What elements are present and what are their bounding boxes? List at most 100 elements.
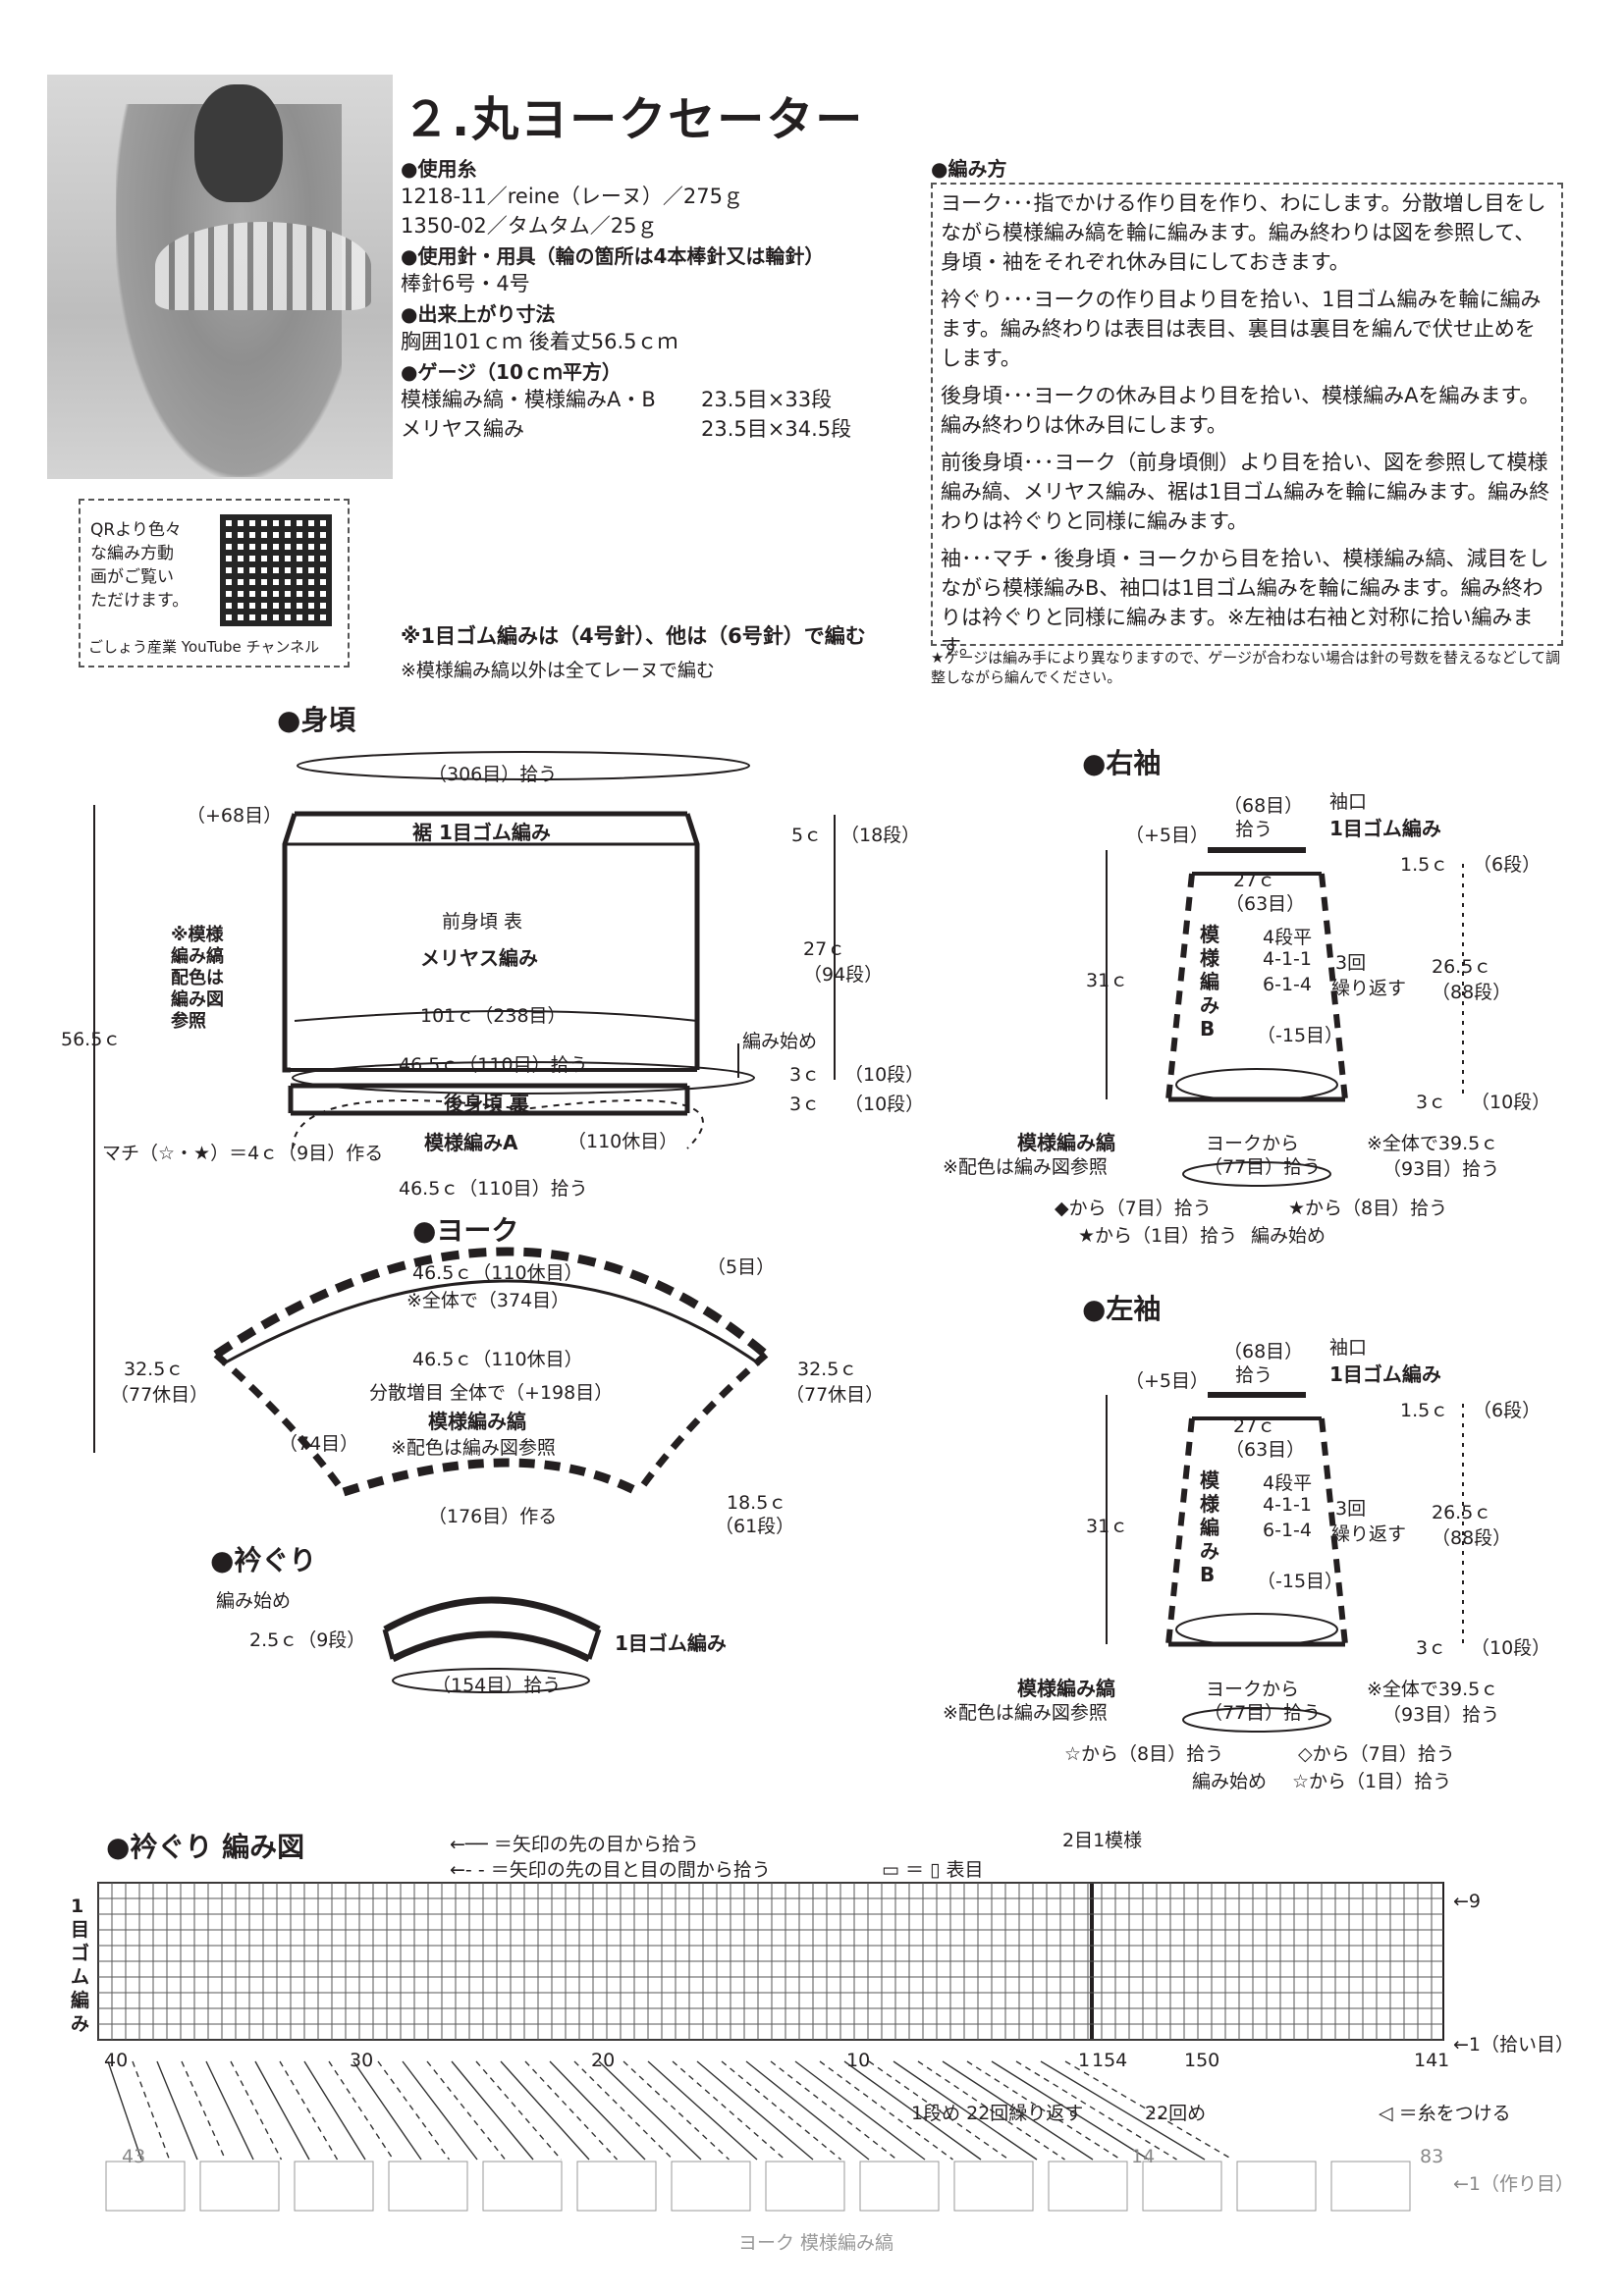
label: 46.5ｃ（110目）拾う (399, 1178, 588, 1200)
pickup-ellipse (297, 751, 750, 780)
label: （10段） (844, 1094, 925, 1115)
label: 3ｃ (789, 1094, 821, 1115)
label: （+5目） (1125, 825, 1210, 846)
label: 3ｃ (789, 1064, 821, 1086)
qr-line: な編み方動 (90, 544, 174, 563)
label: ※配色は編み図参照 (943, 1156, 1108, 1178)
size-text: 胸囲101ｃｍ 後着丈56.5ｃｍ (401, 330, 678, 353)
label: （77目）拾う (1204, 1702, 1322, 1724)
label: 袖口 (1329, 791, 1368, 813)
label: 模様編み縞 (1017, 1677, 1115, 1700)
label: 模様編み縞 (1017, 1131, 1115, 1154)
size-heading: ●出来上がり寸法 (401, 302, 556, 326)
label: 3ｃ (1416, 1092, 1447, 1113)
label: （18段） (840, 825, 921, 846)
label: 1目ゴム編み (71, 1896, 90, 2035)
label: （6段） (1473, 854, 1542, 876)
label: ヨークから (1206, 1133, 1300, 1154)
label: 後身頃 裏 (444, 1092, 529, 1115)
label: ◆から（7目）拾う (1055, 1198, 1212, 1219)
howto-paragraph: 袖･･･マチ・後身頃・ヨークから目を拾い、模様編み縞、減目をしながら模様編みB、… (941, 547, 1549, 659)
label: ヨークから (1206, 1679, 1300, 1700)
yarn-line: 1218-11／reine（レーヌ）／275ｇ (401, 185, 743, 208)
label: ←1（作り目） (1453, 2173, 1575, 2195)
label: 繰り返す (1331, 978, 1407, 999)
label: 1目ゴム編み (1329, 817, 1441, 840)
label: ※全体で（374目） (406, 1290, 570, 1311)
chart-arrows (107, 2060, 1233, 2161)
gauge-value: 23.5目×34.5段 (701, 417, 852, 441)
howto-paragraph: 衿ぐり･･･ヨークの作り目より目を拾い、1目ゴム編みを輪に編みます。編み終わりは… (941, 288, 1542, 370)
howto-box: ヨーク･･･指でかける作り目を作り、わにします。分散増し目をしながら模様編み縞を… (931, 183, 1563, 659)
label: 裾 1目ゴム編み (412, 821, 551, 844)
label: （110休目） (568, 1131, 678, 1152)
label: （-15目） (1257, 1025, 1344, 1046)
label: 分散増目 全体で（+198目） (369, 1382, 614, 1404)
label: 1.5ｃ (1400, 854, 1449, 876)
tick: 154 (1092, 2050, 1128, 2071)
label: メリヤス編み (420, 946, 538, 970)
label: 模様編み縞 (428, 1410, 526, 1433)
label: 袖口 (1329, 1337, 1368, 1359)
label: （77目）拾う (1204, 1156, 1322, 1178)
left-sleeve-heading: ●左袖 (1082, 1293, 1162, 1325)
sweater-photo (47, 75, 393, 479)
label: 模様編みB (1200, 923, 1219, 1041)
label: 1目ゴム編み (615, 1631, 727, 1655)
label: 2.5ｃ（9段） (249, 1629, 366, 1651)
label: （10段） (844, 1064, 925, 1086)
label: 46.5ｃ（110目）拾う (399, 1054, 588, 1076)
qr-code[interactable] (220, 514, 332, 626)
label: 27ｃ (1233, 870, 1276, 891)
legend-knit: ▭ ＝ ▯ 表目 (882, 1859, 984, 1881)
label: 22回め (1145, 2103, 1207, 2124)
page-title: ２.丸ヨークセーター (403, 92, 865, 147)
label: 4段平 (1263, 1472, 1313, 1494)
label: 27ｃ (803, 938, 846, 960)
gauge-heading: ●ゲージ（10ｃｍ平方） (401, 360, 622, 384)
label: （6段） (1473, 1400, 1542, 1421)
qr-line: QRより色々 (90, 520, 182, 540)
label: ◇から（7目）拾う (1298, 1743, 1455, 1765)
label: （68目） (1223, 795, 1304, 817)
gauge-row: メリヤス編み 23.5目×34.5段 (401, 414, 911, 444)
note-yarn: ※模様編み縞以外は全てレーヌで編む (401, 660, 715, 681)
label: ★から（1目）拾う (1078, 1225, 1238, 1247)
label: （-15目） (1257, 1571, 1344, 1592)
label: 編み始め (1192, 1771, 1268, 1792)
label: 18.5ｃ (727, 1492, 787, 1514)
label: （176目）作る (428, 1506, 558, 1527)
label: 4段平 (1263, 927, 1313, 948)
qr-caption: ごしょう産業 YouTube チャンネル (88, 638, 320, 656)
label: 繰り返す (1331, 1523, 1407, 1545)
right-sleeve-heading: ●右袖 (1082, 747, 1162, 779)
label: （306目）拾う (428, 764, 558, 785)
label: ヨーク 模様編み縞 (738, 2232, 894, 2254)
gauge-row: 模様編み縞・模様編みA・B 23.5目×33段 (401, 385, 911, 414)
label: 46.5ｃ（110休目） (412, 1349, 583, 1370)
label: （+68目） (187, 805, 283, 827)
body-heading: ●身頃 (277, 704, 356, 736)
label: 32.5ｃ (797, 1359, 858, 1380)
label: 前身頃 表 (442, 911, 523, 933)
note-needles: ※1目ゴム編みは（4号針）、他は（6号針）で編む (401, 624, 866, 648)
label: ※全体で39.5ｃ (1367, 1133, 1499, 1154)
tick: 10 (846, 2050, 871, 2071)
label: （93目）拾う (1382, 1704, 1500, 1726)
chart-lower-grid (105, 2161, 1411, 2212)
chart-grid (97, 1882, 1443, 2041)
label: 拾う (1235, 819, 1273, 840)
howto-paragraph: 前後身頃･･･ヨーク（前身頃側）より目を拾い、図を参照して模様編み縞、メリヤス編… (941, 451, 1550, 533)
tick: 1 (1078, 2050, 1091, 2071)
label: 編み始め (1251, 1225, 1326, 1247)
label: 31ｃ (1086, 970, 1129, 991)
howto-heading: ●編み方 (931, 157, 1007, 181)
label: （94段） (803, 964, 884, 986)
tick: 43 (122, 2146, 146, 2167)
label: 56.5ｃ (61, 1029, 122, 1050)
tick: 14 (1131, 2146, 1156, 2167)
tick: 141 (1414, 2050, 1450, 2071)
yarn-line: 1350-02／タムタム／25ｇ (401, 214, 658, 238)
label: （10段） (1471, 1637, 1551, 1659)
howto-paragraph: ヨーク･･･指でかける作り目を作り、わにします。分散増し目をしながら模様編み縞を… (941, 191, 1546, 274)
